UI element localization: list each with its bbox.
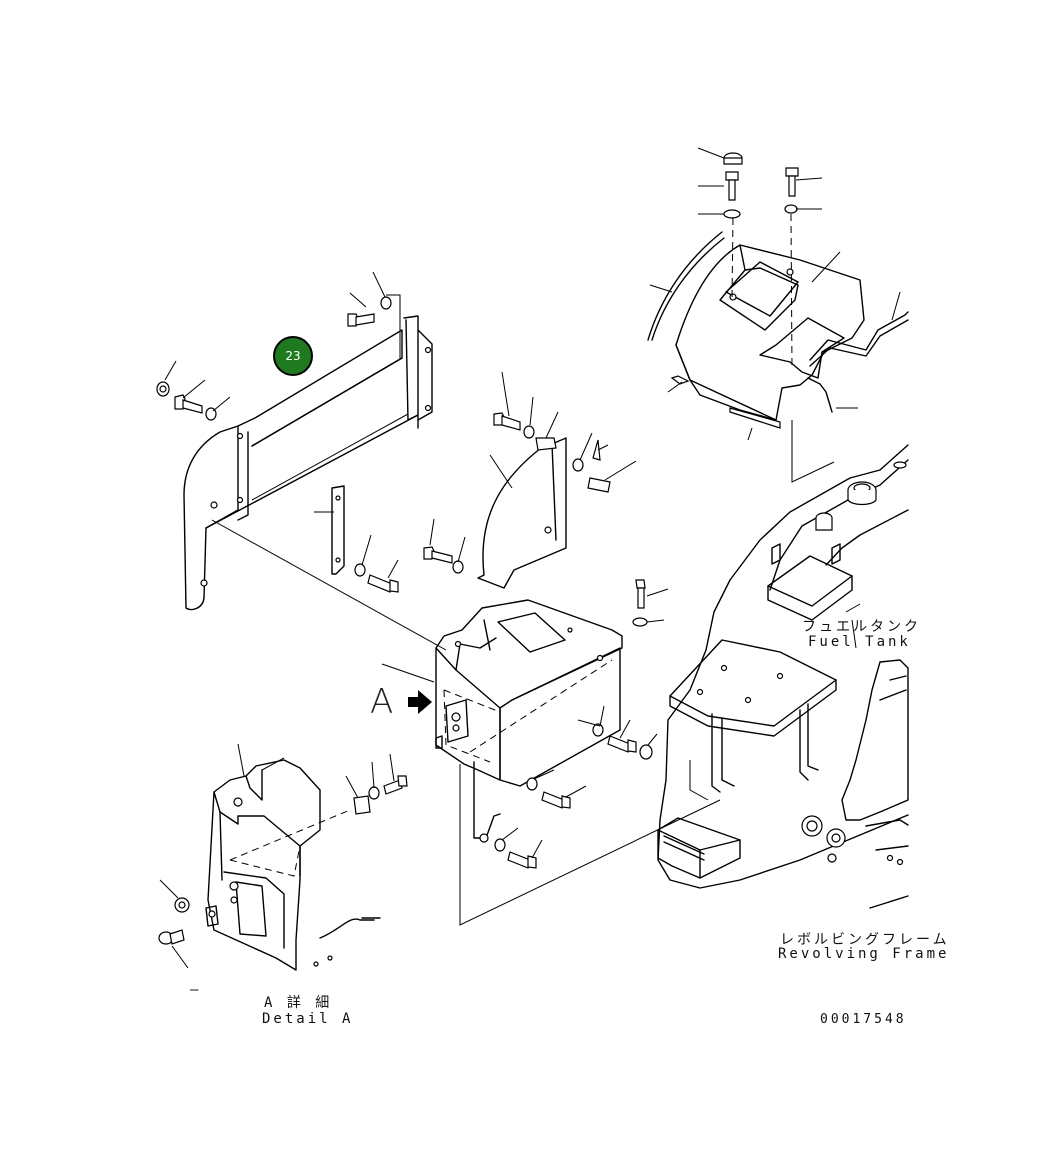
cover-box (381, 599, 623, 787)
fuel-tank-label-jp: フュエルタンク (802, 619, 921, 635)
stay-bar (314, 485, 399, 593)
callout-23-label: 23 (285, 349, 301, 363)
callout-23[interactable]: 23 (273, 336, 313, 376)
detail-a-view (158, 743, 408, 971)
dash-mark: – (190, 982, 202, 998)
section-letter: A (370, 682, 394, 722)
splash-plate (423, 371, 637, 589)
frame-bolts (156, 271, 401, 421)
revolving-frame-label-en: Revolving Frame (778, 946, 950, 962)
drawing-number: 00017548 (820, 1012, 907, 1027)
revolving-frame-label-jp: レボルビングフレーム (780, 932, 950, 948)
guard-frame (183, 315, 433, 611)
detail-a-label-en: Detail A (262, 1011, 354, 1027)
tank-cover (647, 147, 909, 483)
detail-arrow (408, 690, 432, 714)
revolving-frame (657, 444, 909, 909)
detail-a-label-jp: A 詳 細 (264, 995, 333, 1011)
fuel-tank-label-en: Fuel Tank (808, 634, 911, 650)
cover-bolts (473, 579, 669, 869)
